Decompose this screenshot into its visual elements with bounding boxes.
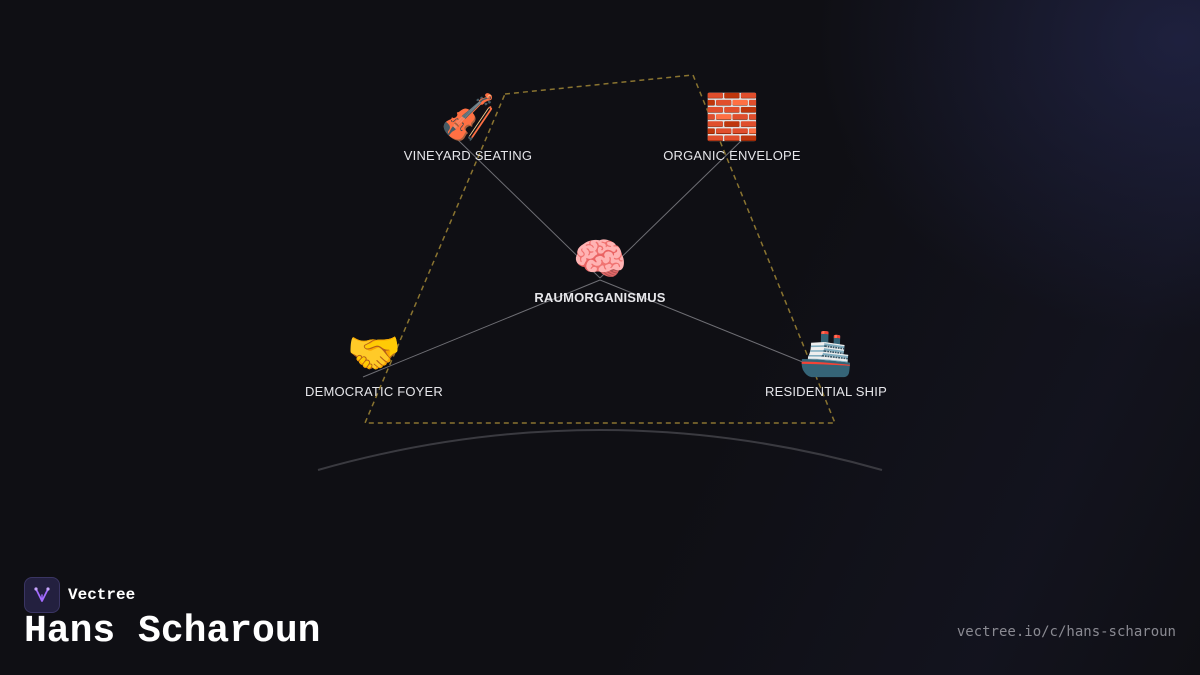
brand[interactable]: Vectree (24, 577, 135, 613)
vectree-logo-icon (24, 577, 60, 613)
base-arc (317, 429, 883, 471)
page-title: Hans Scharoun (24, 610, 321, 653)
node-organic-envelope[interactable]: 🧱 ORGANIC ENVELOPE (612, 92, 852, 163)
violin-icon: 🎻 (440, 92, 496, 143)
node-label: RESIDENTIAL SHIP (765, 384, 887, 399)
page-url[interactable]: vectree.io/c/hans-scharoun (956, 624, 1176, 640)
node-democratic-foyer[interactable]: 🤝 DEMOCRATIC FOYER (254, 328, 494, 399)
brick-icon: 🧱 (704, 92, 760, 143)
brand-name: Vectree (68, 586, 136, 604)
brain-icon: 🧠 (572, 234, 628, 285)
handshake-icon: 🤝 (346, 328, 402, 379)
connector-line (362, 279, 601, 378)
node-residential-ship[interactable]: 🚢 RESIDENTIAL SHIP (706, 328, 946, 399)
tree-branch-icon (34, 587, 50, 602)
node-raumorganismus[interactable]: 🧠 RAUMORGANISMUS (480, 234, 720, 305)
node-label: DEMOCRATIC FOYER (304, 384, 444, 399)
connector-line (599, 139, 743, 279)
node-vineyard-seating[interactable]: 🎻 VINEYARD SEATING (348, 92, 588, 163)
connector-line (599, 279, 816, 368)
dashed-outline (363, 74, 837, 424)
node-label: RAUMORGANISMUS (534, 290, 666, 305)
node-label: ORGANIC ENVELOPE (663, 148, 801, 163)
ship-icon: 🚢 (798, 328, 854, 379)
node-label: VINEYARD SEATING (403, 148, 533, 163)
connector-line (457, 139, 601, 279)
